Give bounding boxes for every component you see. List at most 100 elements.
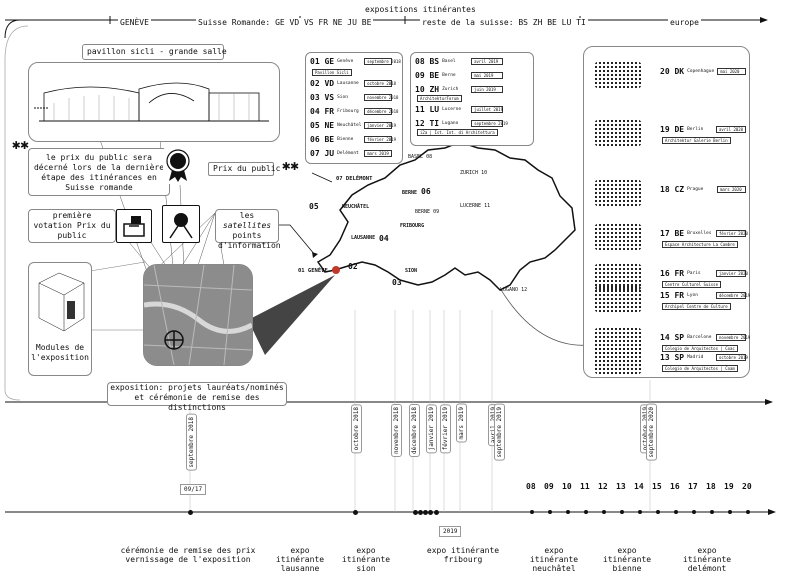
map-label-fribourg: FRIBOURG bbox=[400, 223, 425, 229]
city-date: janvier 2020 bbox=[716, 270, 748, 277]
city-name: Bruxelles bbox=[687, 231, 712, 236]
institution-tag: i2a | Ist. Int. di Architettura bbox=[417, 129, 498, 136]
pavillon-tag: Pavillon Sicli bbox=[312, 69, 352, 76]
timeline-number: 11 bbox=[580, 482, 590, 491]
map-num-06: 06 bbox=[421, 187, 431, 196]
timeline-dot bbox=[434, 510, 439, 515]
city-code: 08 BS bbox=[415, 57, 440, 66]
city-name: Delémont bbox=[337, 151, 359, 156]
timeline-dot bbox=[692, 510, 696, 514]
event-line1: expo itinérante bbox=[602, 546, 652, 564]
city-name: Neuchâtel bbox=[337, 123, 362, 128]
city-name: Lucerne bbox=[442, 107, 462, 112]
city-code: 12 TI bbox=[415, 119, 440, 128]
timeline-number: 09 bbox=[544, 482, 554, 491]
map-label-sion: SION bbox=[405, 268, 418, 274]
building-section-icon bbox=[34, 82, 269, 122]
prix-du-public-stars: ✱✱ bbox=[282, 158, 299, 174]
map-label-basel: BASEL 08 bbox=[408, 154, 433, 160]
timeline-dot bbox=[428, 510, 433, 515]
city-date: septembre 2018 bbox=[364, 58, 401, 65]
city-code: 17 BE bbox=[660, 229, 685, 238]
timeline-year-box: 2019 bbox=[439, 526, 462, 537]
city-date: avril 2020 bbox=[716, 126, 746, 133]
city-name: Prague bbox=[687, 187, 704, 192]
city-code: 13 SP bbox=[660, 353, 685, 362]
timeline-month-label: février 2019 bbox=[440, 404, 451, 454]
institution-tag: Archipel Centre de Culture bbox=[662, 303, 731, 310]
timeline-month-label: mars 2019 bbox=[456, 404, 467, 443]
city-name: Basel bbox=[442, 59, 456, 64]
ballot-box-icon bbox=[116, 209, 152, 243]
city-date: mars 2019 bbox=[364, 150, 393, 157]
header-europe: europe bbox=[668, 18, 701, 27]
city-date: mars 2020 bbox=[716, 186, 746, 193]
prix-du-public-box: Prix du public bbox=[208, 162, 280, 176]
timeline-dot bbox=[418, 510, 423, 515]
map-label-zurich: ZURICH 10 bbox=[460, 170, 488, 176]
pavillon-section-drawing bbox=[28, 62, 280, 142]
map-label-delemont: 07 DELÉMONT bbox=[336, 176, 373, 182]
event-line2: neuchâtel bbox=[532, 564, 576, 573]
timeline-dot bbox=[353, 510, 358, 515]
city-name: Paris bbox=[687, 271, 701, 276]
timeline-number: 12 bbox=[598, 482, 608, 491]
prix-note-text: le prix du public sera décerné lors de l… bbox=[33, 153, 165, 192]
city-date: octobre 2018 bbox=[364, 80, 396, 87]
timeline-dot bbox=[566, 510, 570, 514]
city-name: Berlin bbox=[687, 127, 704, 132]
event-line2: sion bbox=[356, 564, 376, 573]
timeline-date-box: 09/17 bbox=[180, 484, 207, 495]
event-line1: expo itinérante bbox=[426, 546, 500, 555]
map-num-04: 04 bbox=[379, 234, 389, 243]
city-date: décembre 2018 bbox=[364, 108, 398, 115]
exposition-banner-line2: et cérémonie de remise des distinctions bbox=[134, 393, 260, 412]
city-code: 07 JU bbox=[310, 149, 335, 158]
country-dot-map-icon bbox=[594, 347, 642, 375]
institution-tag: Colegio de Arquitectos | Coam bbox=[662, 365, 738, 372]
city-date: septembre 2019 bbox=[471, 120, 508, 127]
institution-tag: Colegio de Arquitectos | Coac bbox=[662, 345, 738, 352]
timeline-dot bbox=[584, 510, 588, 514]
geneva-map-inset bbox=[143, 264, 253, 366]
timeline-month-label: décembre 2018 bbox=[409, 404, 420, 457]
map-label-bienne: BERNE bbox=[402, 190, 418, 196]
city-date: octobre 2019 bbox=[716, 354, 748, 361]
timeline-dot bbox=[423, 510, 428, 515]
timeline-dot bbox=[710, 510, 714, 514]
city-date: mai 2020 bbox=[717, 68, 746, 75]
pavillon-title: pavillon sicli - grande salle bbox=[87, 47, 227, 56]
timeline-dot bbox=[413, 510, 418, 515]
timeline-month-label: janvier 2019 bbox=[426, 404, 437, 454]
map-num-03: 03 bbox=[392, 278, 402, 287]
timeline-month-label: octobre 2018 bbox=[351, 404, 362, 454]
city-code: 05 NE bbox=[310, 121, 335, 130]
city-name: Bienne bbox=[337, 137, 354, 142]
event-line1: expo itinérante bbox=[275, 546, 325, 564]
city-code: 16 FR bbox=[660, 269, 685, 278]
prix-note-stars: ✱✱ bbox=[12, 137, 29, 153]
event-line2: fribourg bbox=[443, 555, 483, 564]
event-line1: expo itinérante bbox=[529, 546, 579, 564]
timeline-dot bbox=[674, 510, 678, 514]
